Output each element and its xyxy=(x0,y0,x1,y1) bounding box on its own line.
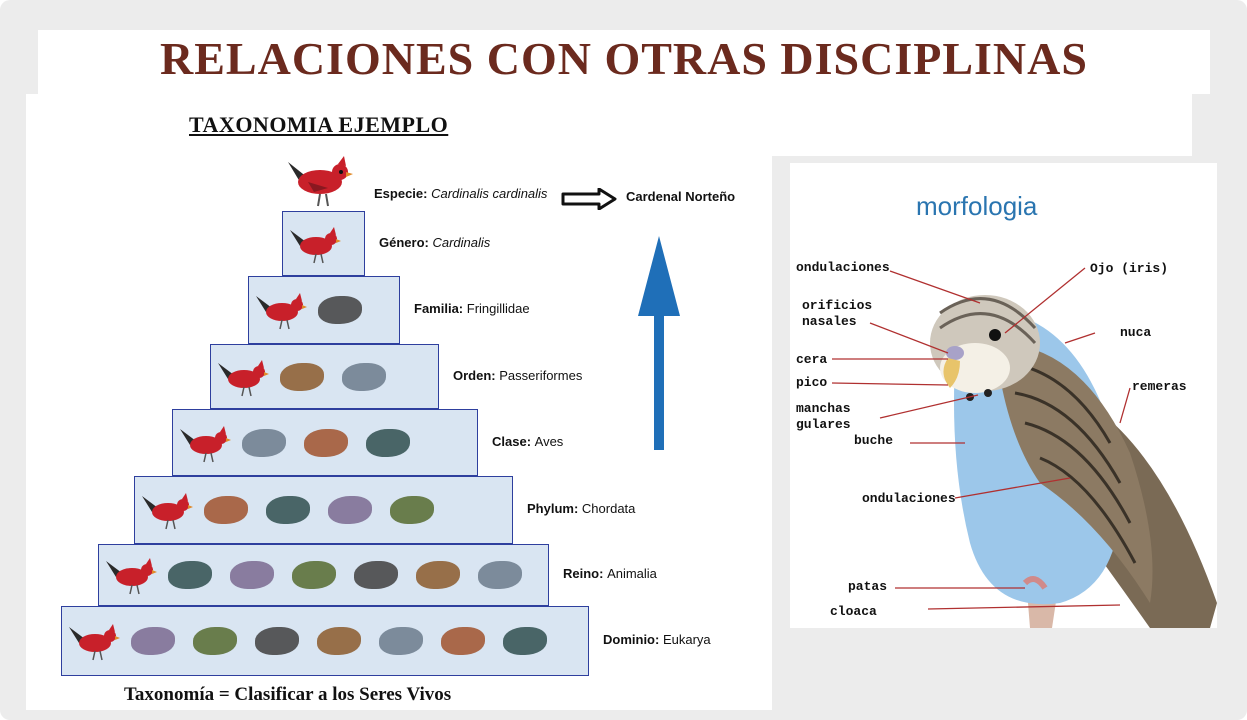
organism-icon xyxy=(318,296,362,324)
organism-icon xyxy=(280,363,324,391)
morphology-title: morfologia xyxy=(916,191,1038,221)
organism-icon xyxy=(503,627,547,655)
tier-label: Dominio: Eukarya xyxy=(603,632,711,647)
label-cloaca: cloaca xyxy=(830,604,877,619)
cardinal-icon xyxy=(290,227,341,264)
tier-label: Reino: Animalia xyxy=(563,566,657,581)
organism-icon xyxy=(131,627,175,655)
taxonomy-heading: TAXONOMIA EJEMPLO xyxy=(189,112,449,137)
organism-icon xyxy=(168,561,212,589)
tier-name: Aves xyxy=(534,434,564,449)
cardinal-icon xyxy=(106,558,157,595)
organism-icon xyxy=(255,627,299,655)
pyramid-tier-5 xyxy=(134,476,513,544)
species-name: Cardinalis cardinalis xyxy=(431,186,548,201)
organism-icon xyxy=(441,627,485,655)
arrow-up-icon xyxy=(638,236,680,450)
tier-rank: Reino: xyxy=(563,566,608,581)
organism-icon xyxy=(478,561,522,589)
tier-name: Passeriformes xyxy=(499,368,583,383)
organism-icon xyxy=(354,561,398,589)
cardinal-icon xyxy=(218,360,269,397)
label-remeras: remeras xyxy=(1132,379,1187,394)
cardinal-icon xyxy=(180,426,231,463)
organism-icon xyxy=(390,496,434,524)
organism-icon xyxy=(366,429,410,457)
label-gulares: gulares xyxy=(796,417,851,432)
tier-rank: Phylum: xyxy=(527,501,582,516)
organism-icon xyxy=(379,627,423,655)
tier-label: Clase: Aves xyxy=(492,434,563,449)
label-nuca: nuca xyxy=(1120,325,1152,340)
species-label: Especie: Cardinalis cardinalis xyxy=(374,186,547,201)
tier-rank: Género: xyxy=(379,235,433,250)
tier-label: Orden: Passeriformes xyxy=(453,368,582,383)
organism-icon xyxy=(204,496,248,524)
top-white-strip xyxy=(772,94,1192,156)
cardinal-icon xyxy=(256,293,307,330)
organism-icon xyxy=(342,363,386,391)
tier-name: Animalia xyxy=(607,566,657,581)
tier-label: Género: Cardinalis xyxy=(379,235,490,250)
organism-icon xyxy=(292,561,336,589)
common-name: Cardenal Norteño xyxy=(626,189,736,204)
taxonomy-panel: TAXONOMIA EJEMPLO Especie: Cardinalis ca… xyxy=(26,94,772,710)
label-orificios: orificios xyxy=(802,298,873,313)
organism-icon xyxy=(242,429,286,457)
tier-rank: Orden: xyxy=(453,368,500,383)
tier-name: Fringillidae xyxy=(466,301,530,316)
organism-icon xyxy=(317,627,361,655)
label-buche: buche xyxy=(854,433,894,448)
organism-icon xyxy=(230,561,274,589)
organism-icon xyxy=(193,627,237,655)
title-band: RELACIONES CON OTRAS DISCIPLINAS xyxy=(38,30,1210,94)
tier-name: Cardinalis xyxy=(432,235,491,250)
label-ondulaciones-mid: ondulaciones xyxy=(862,491,956,506)
label-ojo: Ojo (iris) xyxy=(1090,261,1169,276)
cardinal-icon xyxy=(69,624,120,661)
organism-icon xyxy=(328,496,372,524)
slide-title: RELACIONES CON OTRAS DISCIPLINAS xyxy=(160,33,1088,84)
taxonomy-footer: Taxonomía = Clasificar a los Seres Vivos xyxy=(124,684,452,705)
label-ondulaciones-top: ondulaciones xyxy=(796,260,890,275)
tier-label: Familia: Fringillidae xyxy=(414,301,530,316)
label-pico: pico xyxy=(796,375,828,390)
cardinal-icon xyxy=(288,156,353,207)
organism-icon xyxy=(266,496,310,524)
tier-name: Chordata xyxy=(581,501,636,516)
tier-rank: Dominio: xyxy=(603,632,663,647)
tier-rank: Familia: xyxy=(414,301,467,316)
morphology-panel: morfologia xyxy=(790,163,1217,628)
label-nasales: nasales xyxy=(802,314,857,329)
tier-label: Phylum: Chordata xyxy=(527,501,635,516)
organism-icon xyxy=(416,561,460,589)
cardinal-icon xyxy=(142,493,193,530)
label-cera: cera xyxy=(796,352,828,367)
budgerigar-illustration xyxy=(831,267,1217,628)
tier-name: Eukarya xyxy=(662,632,711,647)
organism-icon xyxy=(304,429,348,457)
arrow-right-icon xyxy=(561,188,617,210)
tier-rank: Clase: xyxy=(492,434,535,449)
label-patas: patas xyxy=(848,579,888,594)
label-manchas: manchas xyxy=(796,401,851,416)
species-rank: Especie: xyxy=(374,186,428,201)
